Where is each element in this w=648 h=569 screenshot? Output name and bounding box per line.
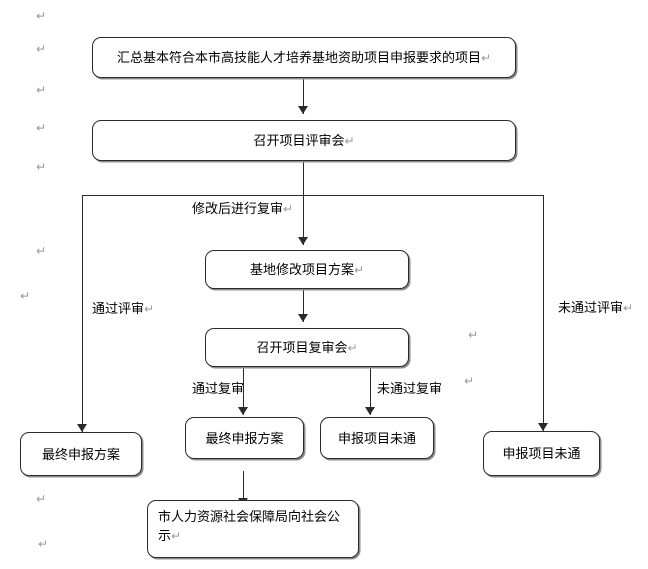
node-bureau-public-announcement[interactable]: 市人力资源社会保障局向社会公示↵ [147,500,359,558]
edge-label-revise-then-re-review: 修改后进行复审↵ [192,201,294,216]
connector-revise-to-re-review [303,289,304,322]
connector-split-to-revise [303,195,304,245]
arrowhead-re-review-to-rejected [365,407,375,415]
connector-right-branch [543,195,544,431]
connector-review-to-split [303,161,304,195]
paragraph-mark: ↵ [20,289,31,303]
arrowhead-split-to-revise [298,237,308,245]
node-label: 汇总基本符合本市高技能人才培养基地资助项目申报要求的项目↵ [116,49,492,65]
node-label: 申报项目未通 [337,430,416,446]
node-hold-project-re-review-meeting[interactable]: 召开项目复审会↵ [205,328,409,367]
edge-label-not-passed-re-review: 未通过复审 [377,381,443,396]
edge-label-not-passed-review: 未通过评审↵ [558,300,634,315]
paragraph-mark: ↵ [38,537,49,551]
arrowhead-summarize-to-review [298,106,308,114]
node-application-project-not-passed-right[interactable]: 申报项目未通 [483,431,600,476]
connector-split-bar [82,195,544,196]
node-label: 基地修改项目方案↵ [249,261,365,277]
edge-label-passed-re-review: 通过复审 [192,381,245,396]
paragraph-mark: ↵ [36,121,47,135]
connector-re-review-to-rejected [370,367,371,415]
arrowhead-left-branch [77,424,87,432]
paragraph-mark: ↵ [36,9,47,23]
paragraph-mark: ↵ [36,160,47,174]
node-application-project-not-passed-middle[interactable]: 申报项目未通 [320,417,434,459]
connector-summarize-to-review [303,78,304,114]
node-label: 市人力资源社会保障局向社会公示↵ [158,509,341,543]
arrowhead-revise-to-re-review [298,314,308,322]
paragraph-mark: ↵ [36,42,47,56]
paragraph-mark: ↵ [464,374,475,388]
arrowhead-re-review-to-final [238,407,248,415]
edge-label-passed-review: 通过评审↵ [92,301,155,316]
node-base-revise-project-plan[interactable]: 基地修改项目方案↵ [205,250,409,289]
node-label: 最终申报方案 [41,446,120,462]
node-hold-project-review-meeting[interactable]: 召开项目评审会↵ [92,120,516,161]
paragraph-mark: ↵ [36,83,47,97]
paragraph-mark: ↵ [468,328,479,342]
node-label: 申报项目未通 [502,446,581,461]
connector-re-review-to-final [243,367,244,415]
arrowhead-right-branch [538,423,548,431]
node-label: 召开项目评审会↵ [253,132,355,148]
node-final-application-plan-middle[interactable]: 最终申报方案 [185,417,304,459]
node-summarize-qualified-projects[interactable]: 汇总基本符合本市高技能人才培养基地资助项目申报要求的项目↵ [92,37,516,78]
node-label: 召开项目复审会↵ [256,339,358,355]
paragraph-mark: ↵ [36,492,47,506]
connector-left-branch [82,195,83,432]
connector-final-to-announcement [243,471,244,507]
paragraph-mark: ↵ [36,244,47,258]
node-final-application-plan-left[interactable]: 最终申报方案 [20,432,142,476]
node-label: 最终申报方案 [205,430,284,446]
